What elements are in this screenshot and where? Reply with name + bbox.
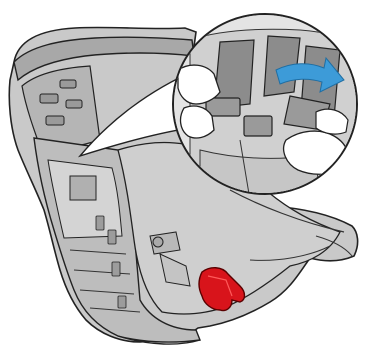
shell-contour-2 bbox=[249, 245, 331, 261]
harness-slots-left bbox=[39, 79, 83, 126]
left-hand-lower bbox=[179, 105, 215, 139]
base-ribs bbox=[69, 249, 141, 313]
left-hand bbox=[177, 64, 221, 105]
buckle-assembly bbox=[149, 231, 191, 287]
base-bottom-edge bbox=[117, 335, 201, 345]
shell-contour bbox=[229, 189, 345, 233]
adjuster-lever-highlight bbox=[207, 275, 233, 297]
shell-contour-3 bbox=[315, 235, 353, 257]
right-hand-top bbox=[315, 108, 349, 135]
chest-clip-left bbox=[205, 97, 241, 117]
detail-magnifier bbox=[172, 13, 358, 195]
base-slots bbox=[95, 215, 127, 309]
adjuster-lever-red bbox=[198, 267, 246, 312]
chest-clip-center bbox=[243, 115, 273, 137]
direction-arrow-blue bbox=[275, 56, 345, 93]
base-window bbox=[69, 175, 97, 201]
